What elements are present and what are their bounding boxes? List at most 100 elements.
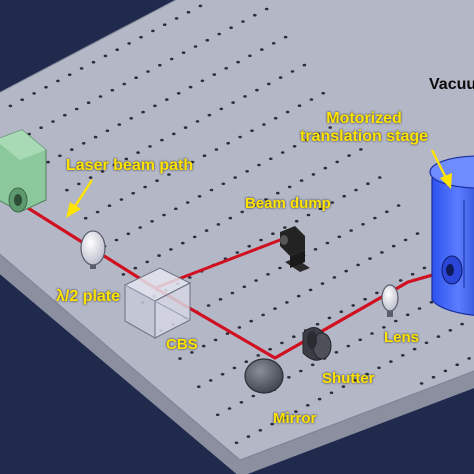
mounting-hole (63, 113, 67, 117)
mounting-hole (280, 151, 285, 154)
mounting-hole (290, 70, 295, 73)
mounting-hole (81, 142, 86, 145)
mounting-hole (391, 244, 396, 248)
mounting-hole (283, 226, 287, 229)
mounting-hole (429, 301, 434, 304)
mounting-hole (273, 116, 278, 120)
mounting-hole (65, 188, 69, 192)
half-wave-plate-label: λ/2 plate (56, 288, 121, 305)
laser-source (0, 129, 47, 213)
mounting-hole (119, 198, 124, 201)
mounting-hole (67, 73, 72, 76)
mounting-hole (244, 360, 249, 364)
mounting-hole (262, 123, 266, 126)
mounting-hole (310, 363, 315, 367)
mounting-hole (201, 344, 206, 348)
cbs-label: CBS (166, 336, 198, 353)
mounting-hole (308, 288, 313, 292)
mounting-hole (93, 135, 98, 139)
mounting-hole (136, 151, 140, 154)
mounting-hole (220, 372, 225, 376)
mounting-hole (86, 101, 91, 104)
mounting-hole (306, 404, 310, 407)
mounting-hole (436, 335, 441, 338)
mounting-hole (181, 241, 185, 245)
mounting-hole (318, 207, 323, 210)
mounting-hole (329, 391, 334, 395)
mounting-hole (122, 82, 126, 86)
mounting-hole (297, 104, 302, 107)
mounting-hole (190, 160, 195, 164)
mounting-hole (155, 179, 159, 182)
mounting-hole (236, 60, 240, 64)
mounting-hole (299, 369, 303, 373)
mounting-hole (332, 276, 337, 279)
mounting-hole (377, 366, 381, 370)
mounting-hole (121, 273, 126, 276)
mounting-hole (378, 176, 382, 179)
mounting-hole (229, 26, 233, 30)
mounting-hole (151, 29, 155, 33)
mounting-hole (256, 354, 261, 357)
mounting-hole (46, 160, 50, 164)
vacuum-chamber (429, 155, 474, 316)
mounting-hole (174, 207, 178, 211)
mounting-hole (195, 120, 200, 123)
mounting-hole (269, 157, 273, 161)
mounting-hole (294, 410, 298, 413)
mounting-hole (141, 110, 145, 114)
mounting-hole (160, 138, 164, 142)
mounting-hole (162, 213, 166, 217)
mounting-hole (250, 129, 254, 132)
mounting-hole (361, 223, 365, 226)
mounting-hole (115, 48, 119, 51)
shutter-label: Shutter (322, 370, 375, 387)
mounting-hole (311, 173, 316, 176)
mounting-hole (283, 35, 288, 39)
mounting-hole (44, 85, 48, 89)
mounting-hole (183, 126, 188, 129)
mounting-hole (403, 238, 408, 242)
mounting-hole (341, 385, 346, 388)
mounting-hole (74, 107, 79, 111)
shutter (302, 327, 332, 361)
mounting-hole (238, 135, 242, 139)
mounting-hole (231, 101, 235, 104)
mounting-hole (157, 254, 161, 257)
mounting-hole (267, 82, 271, 86)
mounting-hole (278, 266, 282, 270)
mounting-hole (88, 176, 93, 179)
mounting-hole (344, 269, 349, 273)
mounting-hole (302, 63, 307, 67)
mounting-hole (212, 73, 217, 76)
mounting-hole (304, 138, 309, 142)
mounting-hole (200, 79, 205, 83)
mounting-hole (363, 297, 367, 301)
mounting-hole (217, 32, 221, 36)
mounting-hole (150, 220, 154, 223)
mounting-hole (110, 88, 115, 92)
mounting-hole (105, 129, 110, 133)
cube-beam-splitter (123, 267, 192, 339)
mounting-hole (373, 216, 377, 220)
mounting-hole (431, 375, 436, 379)
mounting-hole (146, 70, 150, 73)
mounting-hole (353, 379, 358, 382)
mounting-hole (327, 316, 332, 320)
mounting-hole (167, 173, 171, 176)
mounting-hole (270, 422, 274, 426)
mounting-hole (443, 369, 448, 373)
mounting-hole (131, 191, 135, 195)
mounting-hole (292, 145, 297, 148)
mounting-hole (419, 382, 424, 385)
mounting-hole (467, 357, 471, 360)
mounting-hole (103, 54, 108, 58)
mounting-hole (285, 301, 289, 304)
mounting-hole (405, 313, 410, 317)
mounting-hole (213, 338, 218, 342)
mounting-hole (448, 329, 453, 332)
mounting-hole (398, 279, 403, 282)
mounting-hole (328, 126, 333, 129)
